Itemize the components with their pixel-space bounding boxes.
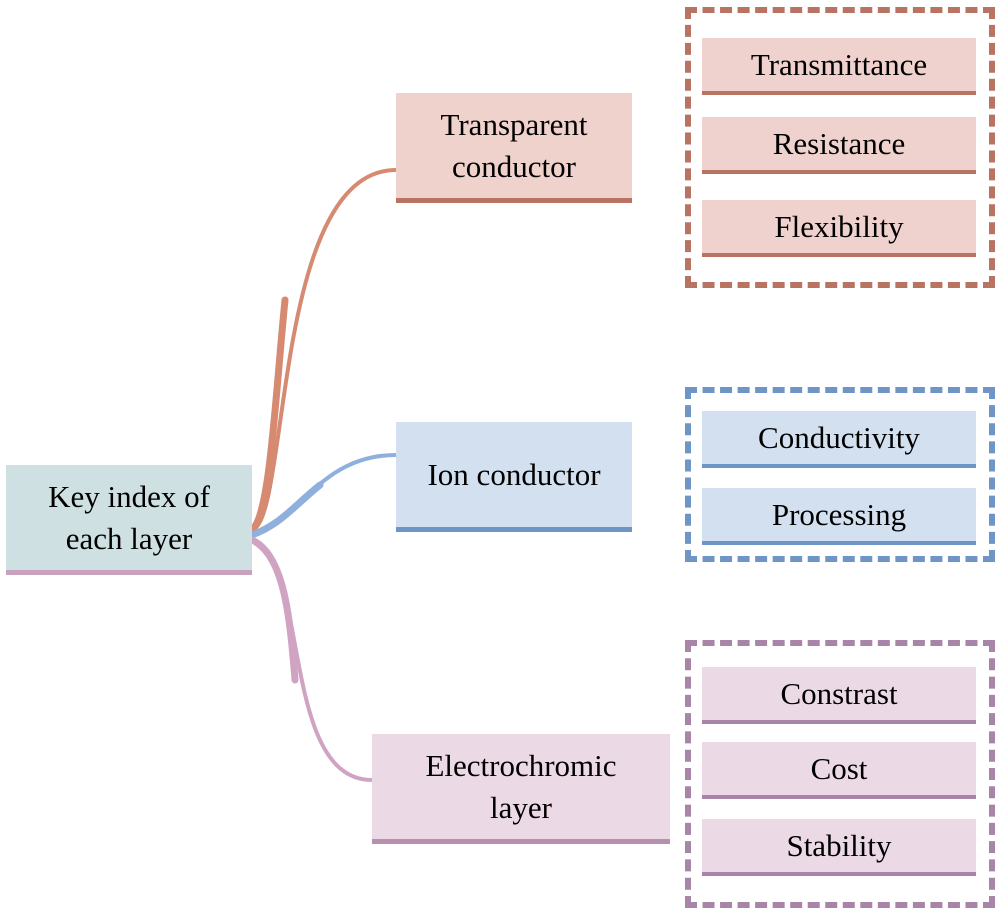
branch-label: Electrochromic layer [425,747,617,825]
attribute-box: Stability [702,819,976,876]
branch-node-transparent-conductor: Transparent conductor [396,93,632,203]
attribute-box: Constrast [702,667,976,724]
attribute-label: Constrast [780,675,898,711]
attribute-label: Processing [771,496,907,532]
connector-transparent-conductor-thick [248,296,289,534]
connector-transparent-conductor [250,168,397,532]
connector-ion-conductor-thick [248,481,324,539]
attribute-group-electrochromic-layer [685,640,995,908]
branch-node-ion-conductor: Ion conductor [396,422,632,532]
attribute-label: Transmittance [750,46,928,82]
attribute-label: Cost [810,750,868,786]
root-label: Key index of each layer [48,478,210,556]
attribute-box: Processing [702,488,976,545]
attribute-box: Transmittance [702,38,976,95]
attribute-box: Cost [702,742,976,799]
attribute-label: Flexibility [774,208,904,244]
attribute-label: Conductivity [758,419,920,455]
branch-label: Transparent conductor [440,106,588,184]
connector-electrochromic-layer-thick [248,536,299,684]
attribute-box: Conductivity [702,411,976,468]
attribute-group-ion-conductor [685,387,995,562]
branch-node-electrochromic-layer: Electrochromic layer [372,734,670,844]
branch-label: Ion conductor [427,456,601,492]
attribute-box: Flexibility [702,200,976,257]
attribute-group-transparent-conductor [685,7,995,288]
attribute-box: Resistance [702,117,976,174]
attribute-label: Stability [786,827,892,863]
attribute-label: Resistance [772,125,906,161]
root-node: Key index of each layer [6,465,252,575]
connector-electrochromic-layer [251,538,373,782]
